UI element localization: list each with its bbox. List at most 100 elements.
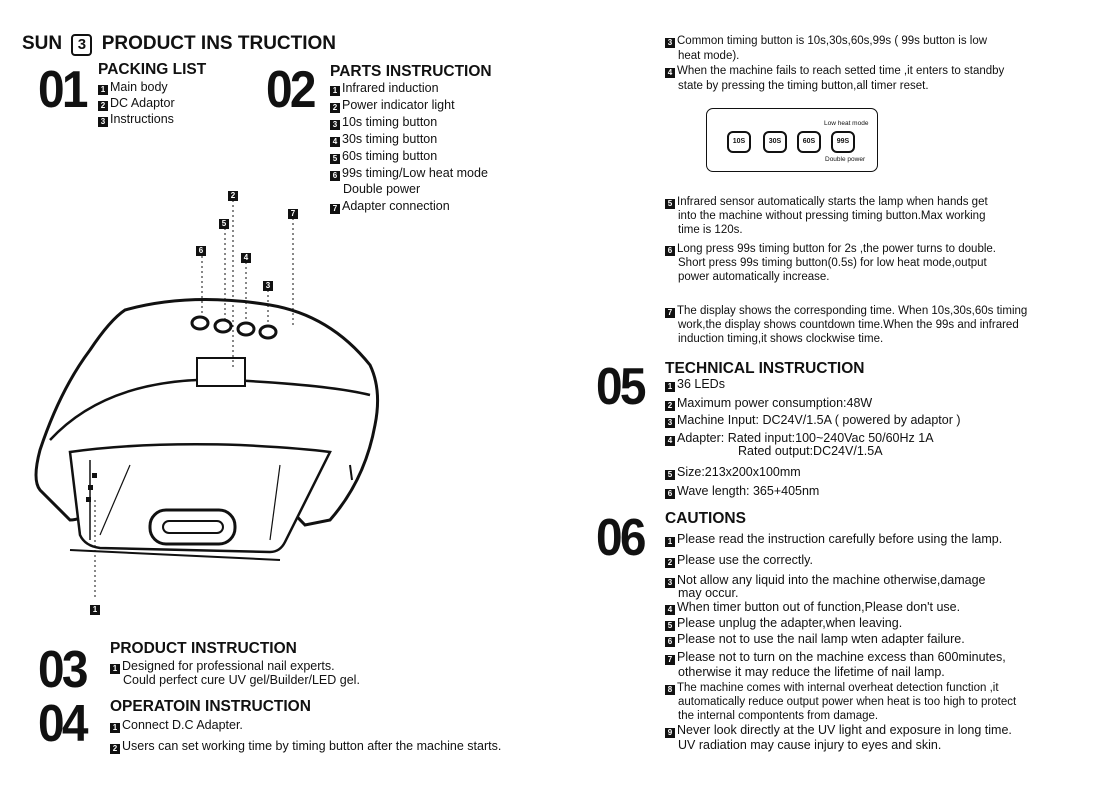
callout-label: 3 [263, 276, 275, 291]
caution-text: Please read the instruction carefully be… [677, 532, 1003, 546]
packing-item-text: Instructions [110, 112, 174, 126]
item-number-badge: 5 [330, 154, 340, 164]
item-number-badge: 3 [330, 120, 340, 130]
button-60s: 60S [797, 131, 821, 153]
item-number-badge: 1 [665, 382, 675, 392]
item-number-badge: 4 [665, 605, 675, 615]
item-number-badge: 1 [110, 664, 120, 674]
callout-label: 4 [241, 248, 253, 263]
item-number-badge: 8 [665, 685, 675, 695]
title-text: PRODUCT INS TRUCTION [101, 33, 337, 54]
caution-text: Please unplug the adapter,when leaving. [677, 616, 903, 630]
callout-badge: 3 [263, 281, 273, 291]
tech-spec-continuation: Rated output:DC24V/1.5A [738, 444, 883, 458]
operation-item-text: The display shows the corresponding time… [677, 305, 1028, 317]
button-99s: 99S [831, 131, 855, 153]
section-01-number: 01 [38, 61, 88, 119]
part-item-text: 10s timing button [342, 115, 438, 129]
low-heat-mode-label: Low heat mode [824, 120, 869, 127]
caution-continuation: the internal compontents from damage. [678, 710, 879, 722]
product-item-text: Designed for professional nail experts. [122, 659, 335, 673]
operation-item-text: Common timing button is 10s,30s,60s,99s … [677, 35, 988, 47]
tech-spec-text: Size:213x200x100mm [677, 465, 801, 479]
caution-continuation: may occur. [678, 586, 739, 600]
product-item-continuation: Could perfect cure UV gel/Builder/LED ge… [123, 673, 360, 687]
nail-lamp-diagram [34, 200, 380, 598]
item-number-badge: 4 [665, 436, 675, 446]
tech-spec-text: Adapter: Rated input:100~240Vac 50/60Hz … [677, 431, 934, 445]
callout-badge: 2 [228, 191, 238, 201]
operation-item-continuation: heat mode). [678, 50, 740, 62]
callout-label: 2 [228, 186, 240, 201]
caution-text: Never look directly at the UV light and … [677, 723, 1012, 737]
operation-item-continuation: Short press 99s timing button(0.5s) for … [678, 257, 987, 269]
item-number-badge: 1 [98, 85, 108, 95]
operation-item-continuation: power automatically increase. [678, 271, 830, 283]
display-window [196, 357, 246, 387]
item-number-badge: 6 [665, 246, 675, 256]
base-plate-slot [162, 520, 224, 534]
item-number-badge: 9 [665, 728, 675, 738]
packing-item-text: DC Adaptor [110, 96, 175, 110]
section-01-title: PACKING LIST [98, 61, 207, 78]
part-item-text: Adapter connection [342, 199, 450, 213]
section-02-number: 02 [266, 61, 316, 119]
boxed-page-number: 3 [71, 34, 93, 56]
lamp-button [213, 318, 233, 334]
callout-label: 1 [90, 600, 102, 615]
lamp-button [236, 321, 256, 337]
caution-text: Please not to turn on the machine excess… [677, 650, 1006, 664]
operation-item-continuation: induction timing,it shows clockwise time… [678, 333, 884, 345]
button-10s: 10S [727, 131, 751, 153]
section-05-number: 05 [596, 358, 646, 416]
section-03-number: 03 [38, 641, 88, 699]
callout-badge: 6 [196, 246, 206, 256]
operation-item-text: When the machine fails to reach setted t… [677, 65, 1005, 77]
operation-item-continuation: into the machine without pressing timing… [678, 210, 986, 222]
section-06-number: 06 [596, 509, 646, 567]
adapter-port [349, 464, 353, 481]
led-dot [86, 497, 91, 502]
item-number-badge: 6 [330, 171, 340, 181]
button-30s: 30S [763, 131, 787, 153]
operation-item-text: Long press 99s timing button for 2s ,the… [677, 243, 996, 255]
tech-spec-text: Machine Input: DC24V/1.5A ( powered by a… [677, 413, 961, 427]
part-item-text: Power indicator light [342, 98, 455, 112]
item-number-badge: 2 [98, 101, 108, 111]
caution-continuation: automatically reduce output power when h… [678, 696, 1017, 708]
part-item-text: 30s timing button [342, 132, 438, 146]
lamp-inner-edge [269, 464, 281, 541]
item-number-badge: 3 [665, 38, 675, 48]
operation-item-text: Connect D.C Adapter. [122, 718, 243, 732]
item-number-badge: 6 [665, 489, 675, 499]
callout-badge: 5 [219, 219, 229, 229]
item-number-badge: 2 [665, 401, 675, 411]
title-prefix: SUN [22, 33, 63, 54]
item-number-badge: 2 [110, 744, 120, 754]
part-item-text: Infrared induction [342, 81, 439, 95]
callout-label: 7 [288, 204, 300, 219]
led-dot [92, 473, 97, 478]
operation-item-text: Users can set working time by timing but… [122, 739, 502, 753]
operation-item-continuation: work,the display shows countdown time.Wh… [678, 319, 1019, 331]
item-number-badge: 4 [665, 68, 675, 78]
item-number-badge: 7 [665, 308, 675, 318]
